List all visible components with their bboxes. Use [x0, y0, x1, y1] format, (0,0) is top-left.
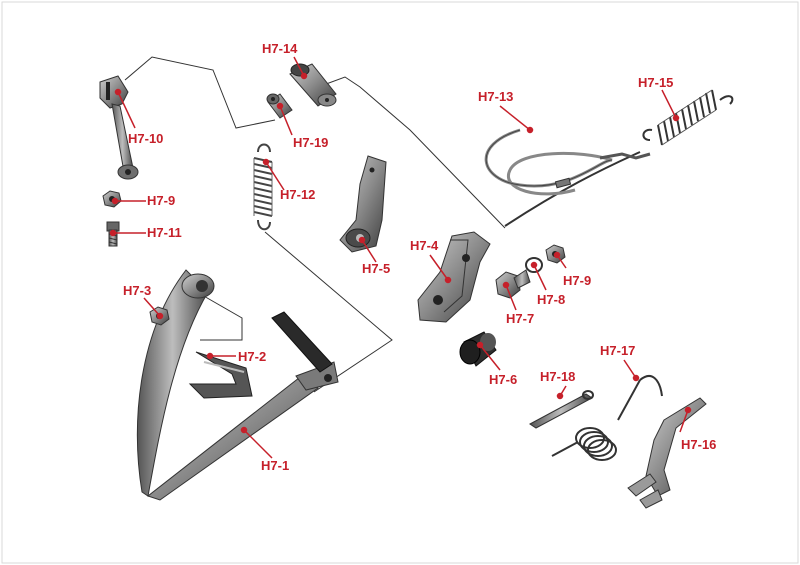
hex-bolt-part: [495, 269, 531, 299]
spring-part-small: [253, 143, 273, 231]
rubber-bumper-part: [459, 331, 497, 367]
label-h7-4: H7-4: [410, 238, 439, 253]
label-h7-13: H7-13: [478, 89, 514, 104]
label-h7-2: H7-2: [238, 349, 267, 364]
label-h7-5: H7-5: [362, 261, 391, 276]
label-h7-16: H7-16: [681, 437, 717, 452]
label-h7-9-right: H7-9: [563, 273, 592, 288]
torsion-spring-part: [551, 375, 663, 461]
label-h7-18: H7-18: [540, 369, 576, 384]
spring-part-long: [642, 89, 734, 146]
label-h7-19: H7-19: [293, 135, 329, 150]
washer-part: [525, 257, 543, 273]
cotter-pin-part: [529, 390, 594, 429]
latch-bracket-part: [627, 397, 707, 509]
label-h7-8: H7-8: [537, 292, 566, 307]
cable-part: [484, 128, 651, 227]
label-h7-15: H7-15: [638, 75, 674, 90]
label-h7-11: H7-11: [147, 225, 182, 240]
label-h7-17: H7-17: [600, 343, 636, 358]
label-h7-10: H7-10: [128, 131, 164, 146]
label-h7-7: H7-7: [506, 311, 535, 326]
link-arm-part: [99, 75, 139, 180]
label-h7-1: H7-1: [261, 458, 290, 473]
pedal-arm-part: [136, 269, 339, 501]
mounting-bracket-part: [417, 231, 491, 323]
label-h7-9-left: H7-9: [147, 193, 176, 208]
nut-part-left: [102, 190, 122, 208]
label-h7-3: H7-3: [123, 283, 152, 298]
label-leader-lines: [109, 56, 692, 459]
assembly-guide-lines: [124, 56, 506, 393]
label-h7-6: H7-6: [489, 372, 518, 387]
label-h7-12: H7-12: [280, 187, 316, 202]
pin-part: [289, 63, 337, 107]
label-h7-14: H7-14: [262, 41, 298, 56]
u-bracket-part: [188, 351, 253, 399]
